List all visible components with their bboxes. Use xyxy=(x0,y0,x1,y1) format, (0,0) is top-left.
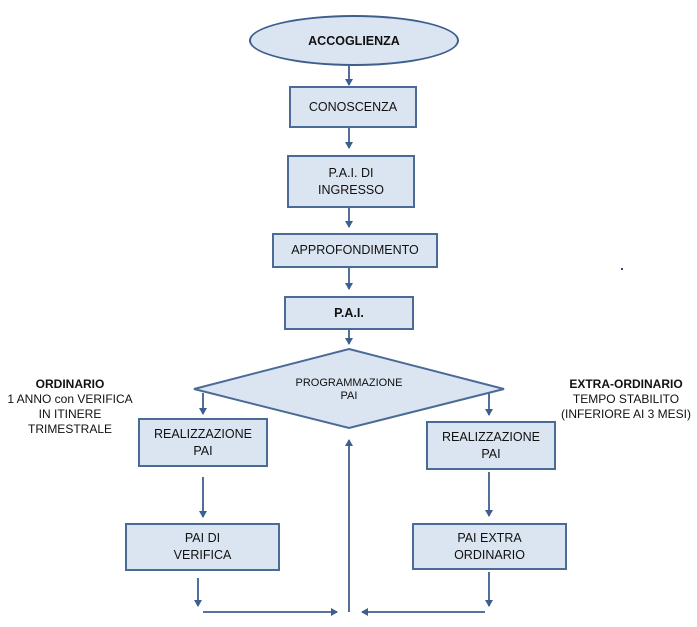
ordinario-note: ORDINARIO 1 ANNO con VERIFICA IN ITINERE… xyxy=(0,377,140,437)
approfondimento-label: APPROFONDIMENTO xyxy=(291,243,419,257)
extra-ordinario-note: EXTRA-ORDINARIO TEMPO STABILITO (INFERIO… xyxy=(558,377,694,422)
pai-extra-label-1: PAI EXTRA xyxy=(457,530,522,545)
ordinario-line-3: TRIMESTRALE xyxy=(27,422,112,436)
programmazione-label-1: PROGRAMMAZIONE xyxy=(295,377,403,389)
pai-verifica-label-2: VERIFICA xyxy=(173,548,232,562)
conoscenza-node: CONOSCENZA xyxy=(289,86,417,128)
realizzazione-left-label-2: PAI xyxy=(193,443,213,458)
pai-node: P.A.I. xyxy=(284,296,414,330)
extra-ordinario-title: EXTRA-ORDINARIO xyxy=(569,377,683,391)
pai-verifica-node: PAI DI VERIFICA xyxy=(125,523,280,571)
realizzazione-left-label-1: REALIZZAZIONE xyxy=(154,426,252,441)
pai-ingresso-node: P.A.I. DI INGRESSO xyxy=(287,155,415,208)
ordinario-title: ORDINARIO xyxy=(35,377,105,391)
ordinario-line-2: IN ITINERE xyxy=(38,407,102,421)
approfondimento-node: APPROFONDIMENTO xyxy=(272,233,438,268)
realizzazione-right-label-1: REALIZZAZIONE xyxy=(442,429,540,444)
extra-ordinario-line-1: TEMPO STABILITO xyxy=(572,392,680,406)
pai-ingresso-label-1: P.A.I. DI xyxy=(328,165,374,180)
ordinario-line-1: 1 ANNO con VERIFICA xyxy=(7,392,133,406)
pai-extra-node: PAI EXTRA ORDINARIO xyxy=(412,523,567,570)
accoglienza-node: ACCOGLIENZA xyxy=(249,15,459,66)
realizzazione-left-node: REALIZZAZIONE PAI xyxy=(138,418,268,467)
programmazione-label-2: PAI xyxy=(340,390,358,402)
accoglienza-label: ACCOGLIENZA xyxy=(308,33,400,48)
pai-verifica-label-1: PAI DI xyxy=(184,531,221,545)
stray-dot xyxy=(621,268,623,270)
pai-extra-label-2: ORDINARIO xyxy=(454,547,525,562)
pai-label: P.A.I. xyxy=(334,305,364,320)
extra-ordinario-line-2: (INFERIORE AI 3 MESI) xyxy=(560,407,692,421)
realizzazione-right-node: REALIZZAZIONE PAI xyxy=(426,421,556,470)
conoscenza-label: CONOSCENZA xyxy=(308,99,398,114)
programmazione-diamond xyxy=(193,347,505,430)
realizzazione-right-label-2: PAI xyxy=(481,446,501,461)
pai-ingresso-label-2: INGRESSO xyxy=(318,182,384,197)
programmazione-label: PROGRAMMAZIONE PAI xyxy=(264,377,434,403)
